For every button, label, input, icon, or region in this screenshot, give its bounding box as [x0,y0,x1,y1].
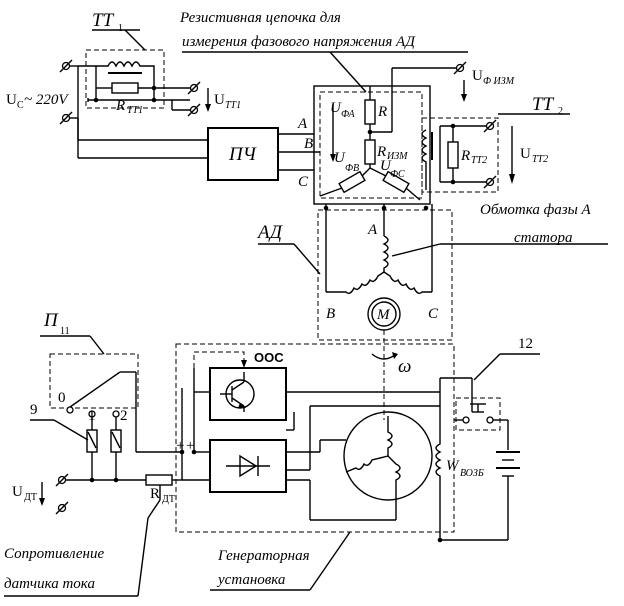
motor-label: M [376,307,391,323]
omega-label: ω [398,356,411,377]
tt1-dashed-frame [85,49,165,109]
stator-a-label: A [367,222,378,238]
stator-winding-a [382,235,389,272]
generator-dashed-frame [175,343,455,533]
tt2-label: ТТ [532,94,555,115]
r-label: R [377,104,387,120]
rizm-resistor [364,139,376,165]
uc-value: ~ 220V [24,92,69,108]
generator-installation [175,343,473,540]
ufb-label: U [334,150,346,166]
wvozb-label: W [446,458,460,474]
svg-text:ТТ2: ТТ2 [471,155,487,166]
tt2-block [421,117,515,193]
utt1-label: U [214,92,225,108]
rectifier-block [209,439,287,493]
stator-b-label: B [326,306,335,322]
winding-line1: Обмотка фазы А [480,202,592,218]
sensor-caption-line1: Сопротивление [4,546,104,562]
svg-text:ИЗМ: ИЗМ [386,151,408,162]
rtt2-label: R [460,148,470,164]
uc-label: U [6,92,17,108]
resist-chain-line2: измерения фазового напряжения АД [182,34,416,50]
utt2-label: U [520,146,531,162]
oos-label: ООС [254,350,284,365]
svg-text:ДТ: ДТ [24,492,37,503]
svg-text:2: 2 [558,106,563,117]
resist-chain-line1: Резистивная цепочка для [179,10,341,26]
sensor-caption-line2: датчика тока [4,576,95,592]
switch12-contact-right [486,416,494,424]
num-9-label: 9 [30,402,38,418]
svg-text:ВОЗБ: ВОЗБ [460,468,484,479]
ufc-label: U [380,158,392,174]
num-1-label: 1 [88,408,96,424]
stator-c-label: C [428,306,439,322]
rtt1-resistor [111,82,139,94]
num-0-label: 0 [58,390,66,406]
rdt-resistor [145,474,173,486]
svg-text:Ф ИЗМ: Ф ИЗМ [483,76,515,87]
rb-resistor [338,170,366,194]
tt1-coil [78,61,155,80]
phase-a-label: A [297,116,308,132]
rdt-label: R [150,486,160,502]
winding-line2: статора [514,230,573,246]
phase-c-label: C [298,174,309,190]
plus2-label: + [186,438,194,454]
p11-contact-2 [112,410,120,418]
num-2-label: 2 [120,408,128,424]
r-resistor [364,99,376,125]
svg-text:ФС: ФС [390,169,405,180]
svg-text:C: C [17,100,24,111]
stator-winding-b [326,271,385,295]
svg-text:ФА: ФА [341,109,356,120]
pch-label: ПЧ [228,144,257,165]
uf-izm-label: U [472,68,483,84]
svg-text:ТТ2: ТТ2 [532,154,548,165]
current-sensor [39,473,182,519]
tt2-coil [421,129,428,190]
stator-winding-c [383,271,432,295]
svg-text:ТТ1: ТТ1 [225,100,241,111]
svg-text:ДТ: ДТ [162,494,175,505]
generator-stator [343,411,433,501]
tt2-dashed-frame [421,117,499,193]
resistive-chain-frame [313,85,431,205]
tt1-sub: 1 [118,23,123,34]
num-12-label: 12 [518,336,533,352]
p11-dashed-frame [49,353,139,409]
oos-block [209,367,287,421]
tt1-label: ТТ [92,10,115,31]
excitation-winding [435,392,442,540]
pch-block [207,127,279,181]
rizm-label: R [376,144,386,160]
rtt1-label: R [115,98,125,114]
p11-contact-0 [66,406,74,414]
tt1-block [59,49,211,159]
switch12-frame [455,397,501,431]
generator-caption-line1: Генераторная [217,548,310,564]
svg-text:11: 11 [60,326,70,337]
rtt2-resistor [447,141,459,169]
switch12-contact-left [462,416,470,424]
ad-label: АД [256,222,283,243]
phase-b-label: B [304,136,313,152]
battery-circuit [437,353,540,543]
resistive-chain [313,61,467,205]
svg-text:ФВ: ФВ [345,163,359,174]
udt-label: U [12,484,23,500]
generator-caption-line2: установка [216,572,285,588]
plus1-label: + [176,438,184,454]
p11-label: П [43,310,59,331]
ufa-label: U [330,100,342,116]
svg-text:ТТ1: ТТ1 [127,105,143,116]
p11-switch [49,353,182,483]
